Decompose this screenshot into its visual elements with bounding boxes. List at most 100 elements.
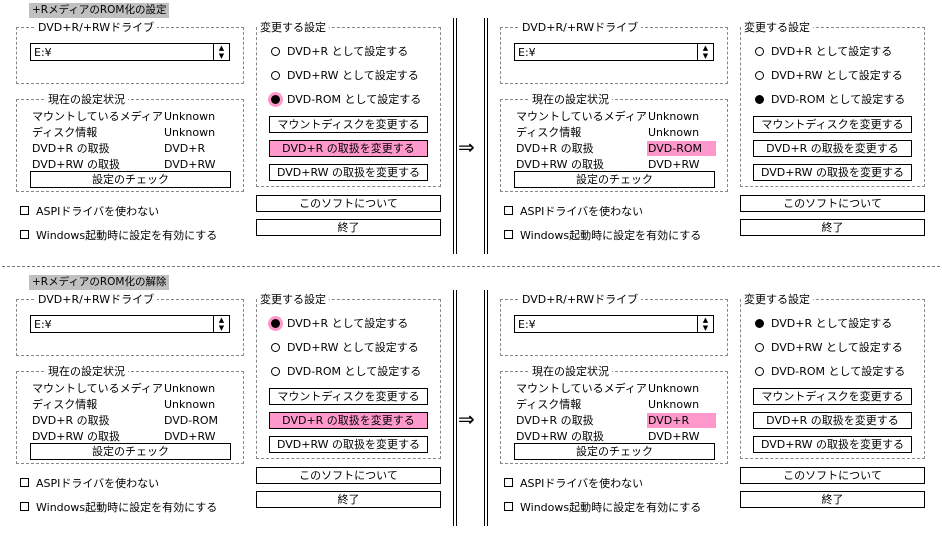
check-settings-button[interactable]: 設定のチェック <box>30 443 231 460</box>
setting-radio[interactable]: DVD+R として設定する <box>271 316 408 331</box>
check-settings-button[interactable]: 設定のチェック <box>514 171 715 188</box>
change-action-button[interactable]: マウントディスクを変更する <box>753 116 912 133</box>
status-label: ディスク情報 <box>516 398 582 411</box>
status-value: Unknown <box>648 110 700 123</box>
startup-checkbox[interactable]: Windows起動時に設定を有効にする <box>504 500 701 515</box>
about-button[interactable]: このソフトについて <box>256 195 441 212</box>
change-action-button[interactable]: DVD+R の取扱を変更する <box>753 412 912 429</box>
aspi-checkbox[interactable]: ASPIドライバを使わない <box>504 204 643 219</box>
check-settings-button[interactable]: 設定のチェック <box>514 443 715 460</box>
setting-radio[interactable]: DVD+R として設定する <box>755 316 892 331</box>
drive-select[interactable]: E:¥▲▼ <box>30 315 230 333</box>
startup-checkbox[interactable]: Windows起動時に設定を有効にする <box>504 228 701 243</box>
status-value: Unknown <box>648 126 700 139</box>
aspi-checkbox[interactable]: ASPIドライバを使わない <box>504 476 643 491</box>
radio-icon <box>271 343 280 352</box>
setting-radio-label: DVD+R として設定する <box>287 45 409 58</box>
change-settings-group: 変更する設定 DVD+R として設定する DVD+RW として設定する DVD-ROM… <box>256 292 441 459</box>
status-group-legend: 現在の設定状況 <box>45 92 128 107</box>
panel-divider-line <box>453 18 454 254</box>
setting-radio-label: DVD+R として設定する <box>771 45 893 58</box>
change-action-button[interactable]: DVD+R の取扱を変更する <box>269 412 428 429</box>
setting-radio[interactable]: DVD-ROM として設定する <box>755 364 905 379</box>
section-caption: +RメディアのROM化の解除 <box>29 275 170 290</box>
status-group-legend: 現在の設定状況 <box>529 364 612 379</box>
checkbox-icon <box>504 206 513 215</box>
setting-radio-label: DVD+R として設定する <box>287 317 409 330</box>
radio-icon <box>271 71 280 80</box>
change-action-button[interactable]: DVD+RW の取扱を変更する <box>753 164 912 181</box>
change-action-button[interactable]: マウントディスクを変更する <box>269 388 428 405</box>
change-action-button[interactable]: DVD+RW の取扱を変更する <box>269 436 428 453</box>
status-label: マウントしているメディア <box>32 110 163 123</box>
drive-select[interactable]: E:¥ ▲▼ <box>514 43 714 61</box>
status-label: DVD+R の取扱 <box>516 142 594 155</box>
setting-radio-label: DVD+RW として設定する <box>771 341 903 354</box>
spinner-arrows-icon[interactable]: ▲▼ <box>697 44 713 60</box>
aspi-checkbox[interactable]: ASPIドライバを使わない <box>20 476 159 491</box>
status-label: DVD+RW の取扱 <box>32 430 121 443</box>
startup-checkbox[interactable]: Windows起動時に設定を有効にする <box>20 228 217 243</box>
drive-group-legend: DVD+R/+RWドライブ <box>35 20 158 35</box>
drive-select-value: E:¥ <box>518 318 536 331</box>
setting-radio[interactable]: DVD+RW として設定する <box>271 68 419 83</box>
spinner-arrows-icon[interactable]: ▲▼ <box>697 316 713 332</box>
status-label: DVD+R の取扱 <box>32 414 110 427</box>
change-action-button[interactable]: マウントディスクを変更する <box>269 116 428 133</box>
about-button[interactable]: このソフトについて <box>256 467 441 484</box>
setting-radio[interactable]: DVD+RW として設定する <box>755 340 903 355</box>
status-value: Unknown <box>164 126 216 139</box>
setting-radio[interactable]: DVD-ROM として設定する <box>271 92 421 107</box>
radio-icon <box>755 47 764 56</box>
drive-select[interactable]: E:¥ ▲▼ <box>514 315 714 333</box>
drive-group: DVD+R/+RWドライブ E:¥▲▼ <box>16 20 244 84</box>
status-group-legend: 現在の設定状況 <box>529 92 612 107</box>
change-action-button[interactable]: DVD+R の取扱を変更する <box>753 140 912 157</box>
setting-radio[interactable]: DVD+RW として設定する <box>755 68 903 83</box>
panel-divider-line <box>456 290 457 526</box>
checkbox-icon <box>504 478 513 487</box>
startup-checkbox-label: Windows起動時に設定を有効にする <box>520 501 702 514</box>
startup-checkbox[interactable]: Windows起動時に設定を有効にする <box>20 500 217 515</box>
drive-group-legend: DVD+R/+RWドライブ <box>519 292 642 307</box>
setting-radio[interactable]: DVD+RW として設定する <box>271 340 419 355</box>
status-value: DVD-ROM <box>647 141 716 156</box>
panel-divider-line <box>484 18 485 254</box>
radio-icon <box>271 95 280 104</box>
status-value: DVD+R <box>164 142 206 155</box>
spinner-arrows-icon[interactable]: ▲▼ <box>213 44 229 60</box>
setting-radio-label: DVD+R として設定する <box>771 317 893 330</box>
checkbox-icon <box>20 206 29 215</box>
drive-select[interactable]: E:¥▲▼ <box>30 43 230 61</box>
drive-select-value: E:¥ <box>518 46 536 59</box>
status-value: DVD+R <box>647 413 716 428</box>
aspi-checkbox[interactable]: ASPIドライバを使わない <box>20 204 159 219</box>
check-settings-button[interactable]: 設定のチェック <box>30 171 231 188</box>
status-label: DVD+RW の取扱 <box>516 430 605 443</box>
checkbox-icon <box>20 478 29 487</box>
change-action-button[interactable]: DVD+R の取扱を変更する <box>269 140 428 157</box>
status-label: DVD+R の取扱 <box>516 414 594 427</box>
about-button[interactable]: このソフトについて <box>740 467 925 484</box>
exit-button[interactable]: 終了 <box>256 491 441 508</box>
spinner-arrows-icon[interactable]: ▲▼ <box>213 316 229 332</box>
change-action-button[interactable]: マウントディスクを変更する <box>753 388 912 405</box>
section-caption: +RメディアのROM化の設定 <box>29 3 170 18</box>
setting-radio[interactable]: DVD-ROM として設定する <box>755 92 905 107</box>
about-button[interactable]: このソフトについて <box>740 195 925 212</box>
exit-button[interactable]: 終了 <box>740 491 925 508</box>
change-action-button[interactable]: DVD+RW の取扱を変更する <box>269 164 428 181</box>
change-action-button[interactable]: DVD+RW の取扱を変更する <box>753 436 912 453</box>
setting-radio[interactable]: DVD-ROM として設定する <box>271 364 421 379</box>
change-settings-legend: 変更する設定 <box>257 292 329 307</box>
setting-radio[interactable]: DVD+R として設定する <box>271 44 408 59</box>
exit-button[interactable]: 終了 <box>256 219 441 236</box>
exit-button[interactable]: 終了 <box>740 219 925 236</box>
startup-checkbox-label: Windows起動時に設定を有効にする <box>520 229 702 242</box>
radio-icon <box>755 319 764 328</box>
setting-radio[interactable]: DVD+R として設定する <box>755 44 892 59</box>
